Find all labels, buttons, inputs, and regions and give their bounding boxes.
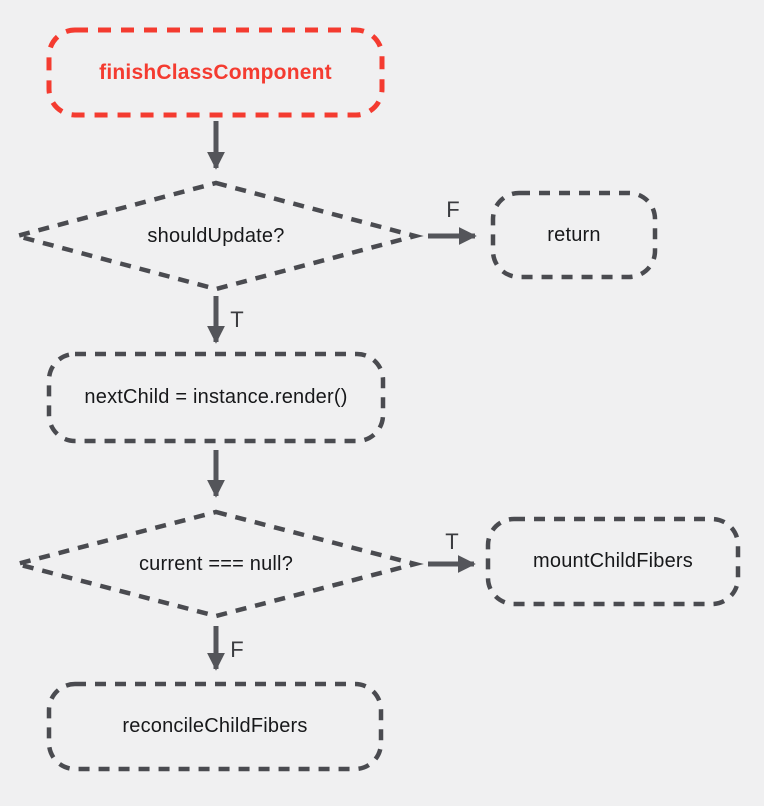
finish-node-outline	[46, 27, 385, 118]
reconcile-child-fibers-node-outline	[46, 681, 384, 772]
decision-current-null-outline	[8, 509, 424, 619]
decision-should-update-outline	[8, 180, 424, 292]
return-node-outline	[490, 190, 658, 280]
mount-child-fibers-node-outline	[485, 516, 741, 607]
next-child-node-outline	[46, 351, 386, 444]
